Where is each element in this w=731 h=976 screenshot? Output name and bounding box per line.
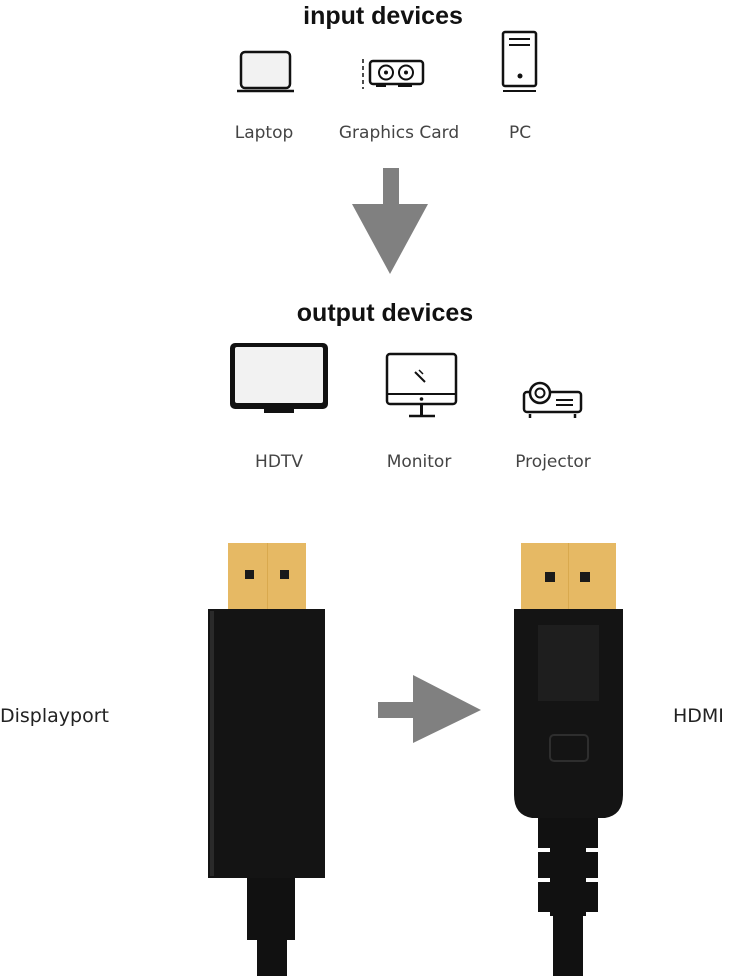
projector-label: Projector — [515, 452, 591, 472]
left-connector-plug — [208, 543, 325, 976]
monitor-label: Monitor — [386, 452, 452, 472]
input-devices-title: input devices — [303, 2, 463, 30]
projector-icon — [522, 381, 583, 418]
hdmi-label: HDMI — [673, 705, 724, 727]
hdtv-label: HDTV — [255, 452, 303, 472]
right-connector-plug — [514, 543, 623, 976]
monitor-icon — [385, 352, 458, 418]
graphics-card-label: Graphics Card — [338, 123, 460, 143]
down-arrow-icon — [352, 168, 428, 274]
graphics-card-icon — [362, 59, 425, 89]
laptop-icon — [237, 50, 294, 93]
output-devices-title: output devices — [296, 299, 474, 327]
right-arrow-icon — [378, 675, 481, 743]
pc-label: PC — [508, 123, 532, 143]
tv-icon — [230, 343, 328, 413]
laptop-label: Laptop — [234, 123, 294, 143]
displayport-label: Displayport — [0, 705, 109, 727]
pc-tower-icon — [501, 30, 538, 92]
